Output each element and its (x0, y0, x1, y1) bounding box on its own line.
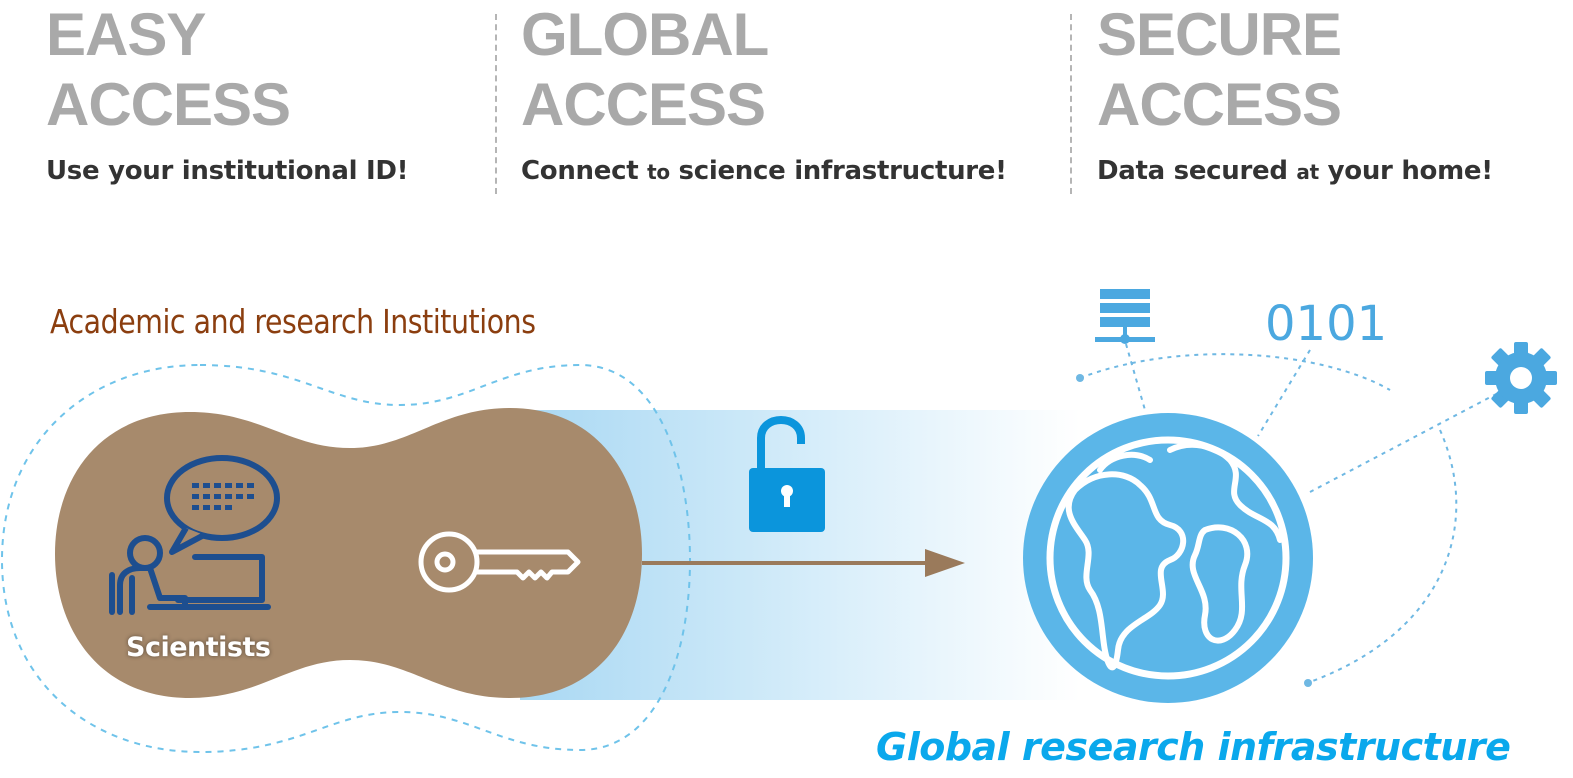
pillar-title-line2: ACCESS (521, 71, 766, 138)
pillar-title-line1: SECURE (1097, 1, 1342, 68)
pillar-title-line1: GLOBAL (521, 1, 769, 68)
gear-icon (1485, 342, 1557, 414)
subtitle-text-small: to (647, 160, 670, 184)
server-icon (1095, 289, 1155, 344)
pillar-title: SECURE ACCESS (1097, 0, 1493, 140)
network-connectors (1079, 343, 1501, 683)
subtitle-text: Data secured (1097, 156, 1297, 186)
divider (495, 14, 497, 194)
subtitle-text: Use your institutional ID! (46, 156, 409, 186)
binary-label: 0101 (1265, 296, 1388, 352)
institutions-label: Academic and research Institutions (50, 302, 536, 341)
subtitle-text-small: at (1296, 160, 1319, 184)
subtitle-text: your home! (1318, 156, 1493, 186)
person-with-laptop-icon (109, 535, 271, 615)
divider (1070, 14, 1072, 194)
subtitle-text: Connect (521, 156, 648, 186)
infrastructure-label: Global research infrastructure (876, 725, 1511, 769)
pillar-subtitle: Use your institutional ID! (46, 156, 408, 186)
pillar-title: EASY ACCESS (46, 0, 408, 140)
speech-bubble-icon (164, 455, 280, 555)
scientists-label: Scientists (126, 632, 271, 663)
pillar-subtitle: Connect to science infrastructure! (521, 156, 1007, 186)
pillar-title-line1: EASY (46, 1, 206, 68)
pillar-title-line2: ACCESS (1097, 71, 1342, 138)
pillar-subtitle: Data secured at your home! (1097, 156, 1493, 186)
globe-icon (1023, 413, 1313, 703)
subtitle-text: science infrastructure! (669, 156, 1007, 186)
arrow-icon (642, 549, 965, 577)
connector-dot (1304, 679, 1312, 687)
institutions-blob (55, 408, 642, 698)
pillar-secure-access: SECURE ACCESS Data secured at your home! (1097, 0, 1493, 186)
pillar-global-access: GLOBAL ACCESS Connect to science infrast… (521, 0, 1007, 186)
unlocked-padlock-icon (749, 416, 825, 532)
pillar-title-line2: ACCESS (46, 71, 291, 138)
pillar-easy-access: EASY ACCESS Use your institutional ID! (46, 0, 408, 186)
key-icon (418, 531, 581, 593)
pillar-title: GLOBAL ACCESS (521, 0, 1007, 140)
connector-dot (1076, 374, 1084, 382)
